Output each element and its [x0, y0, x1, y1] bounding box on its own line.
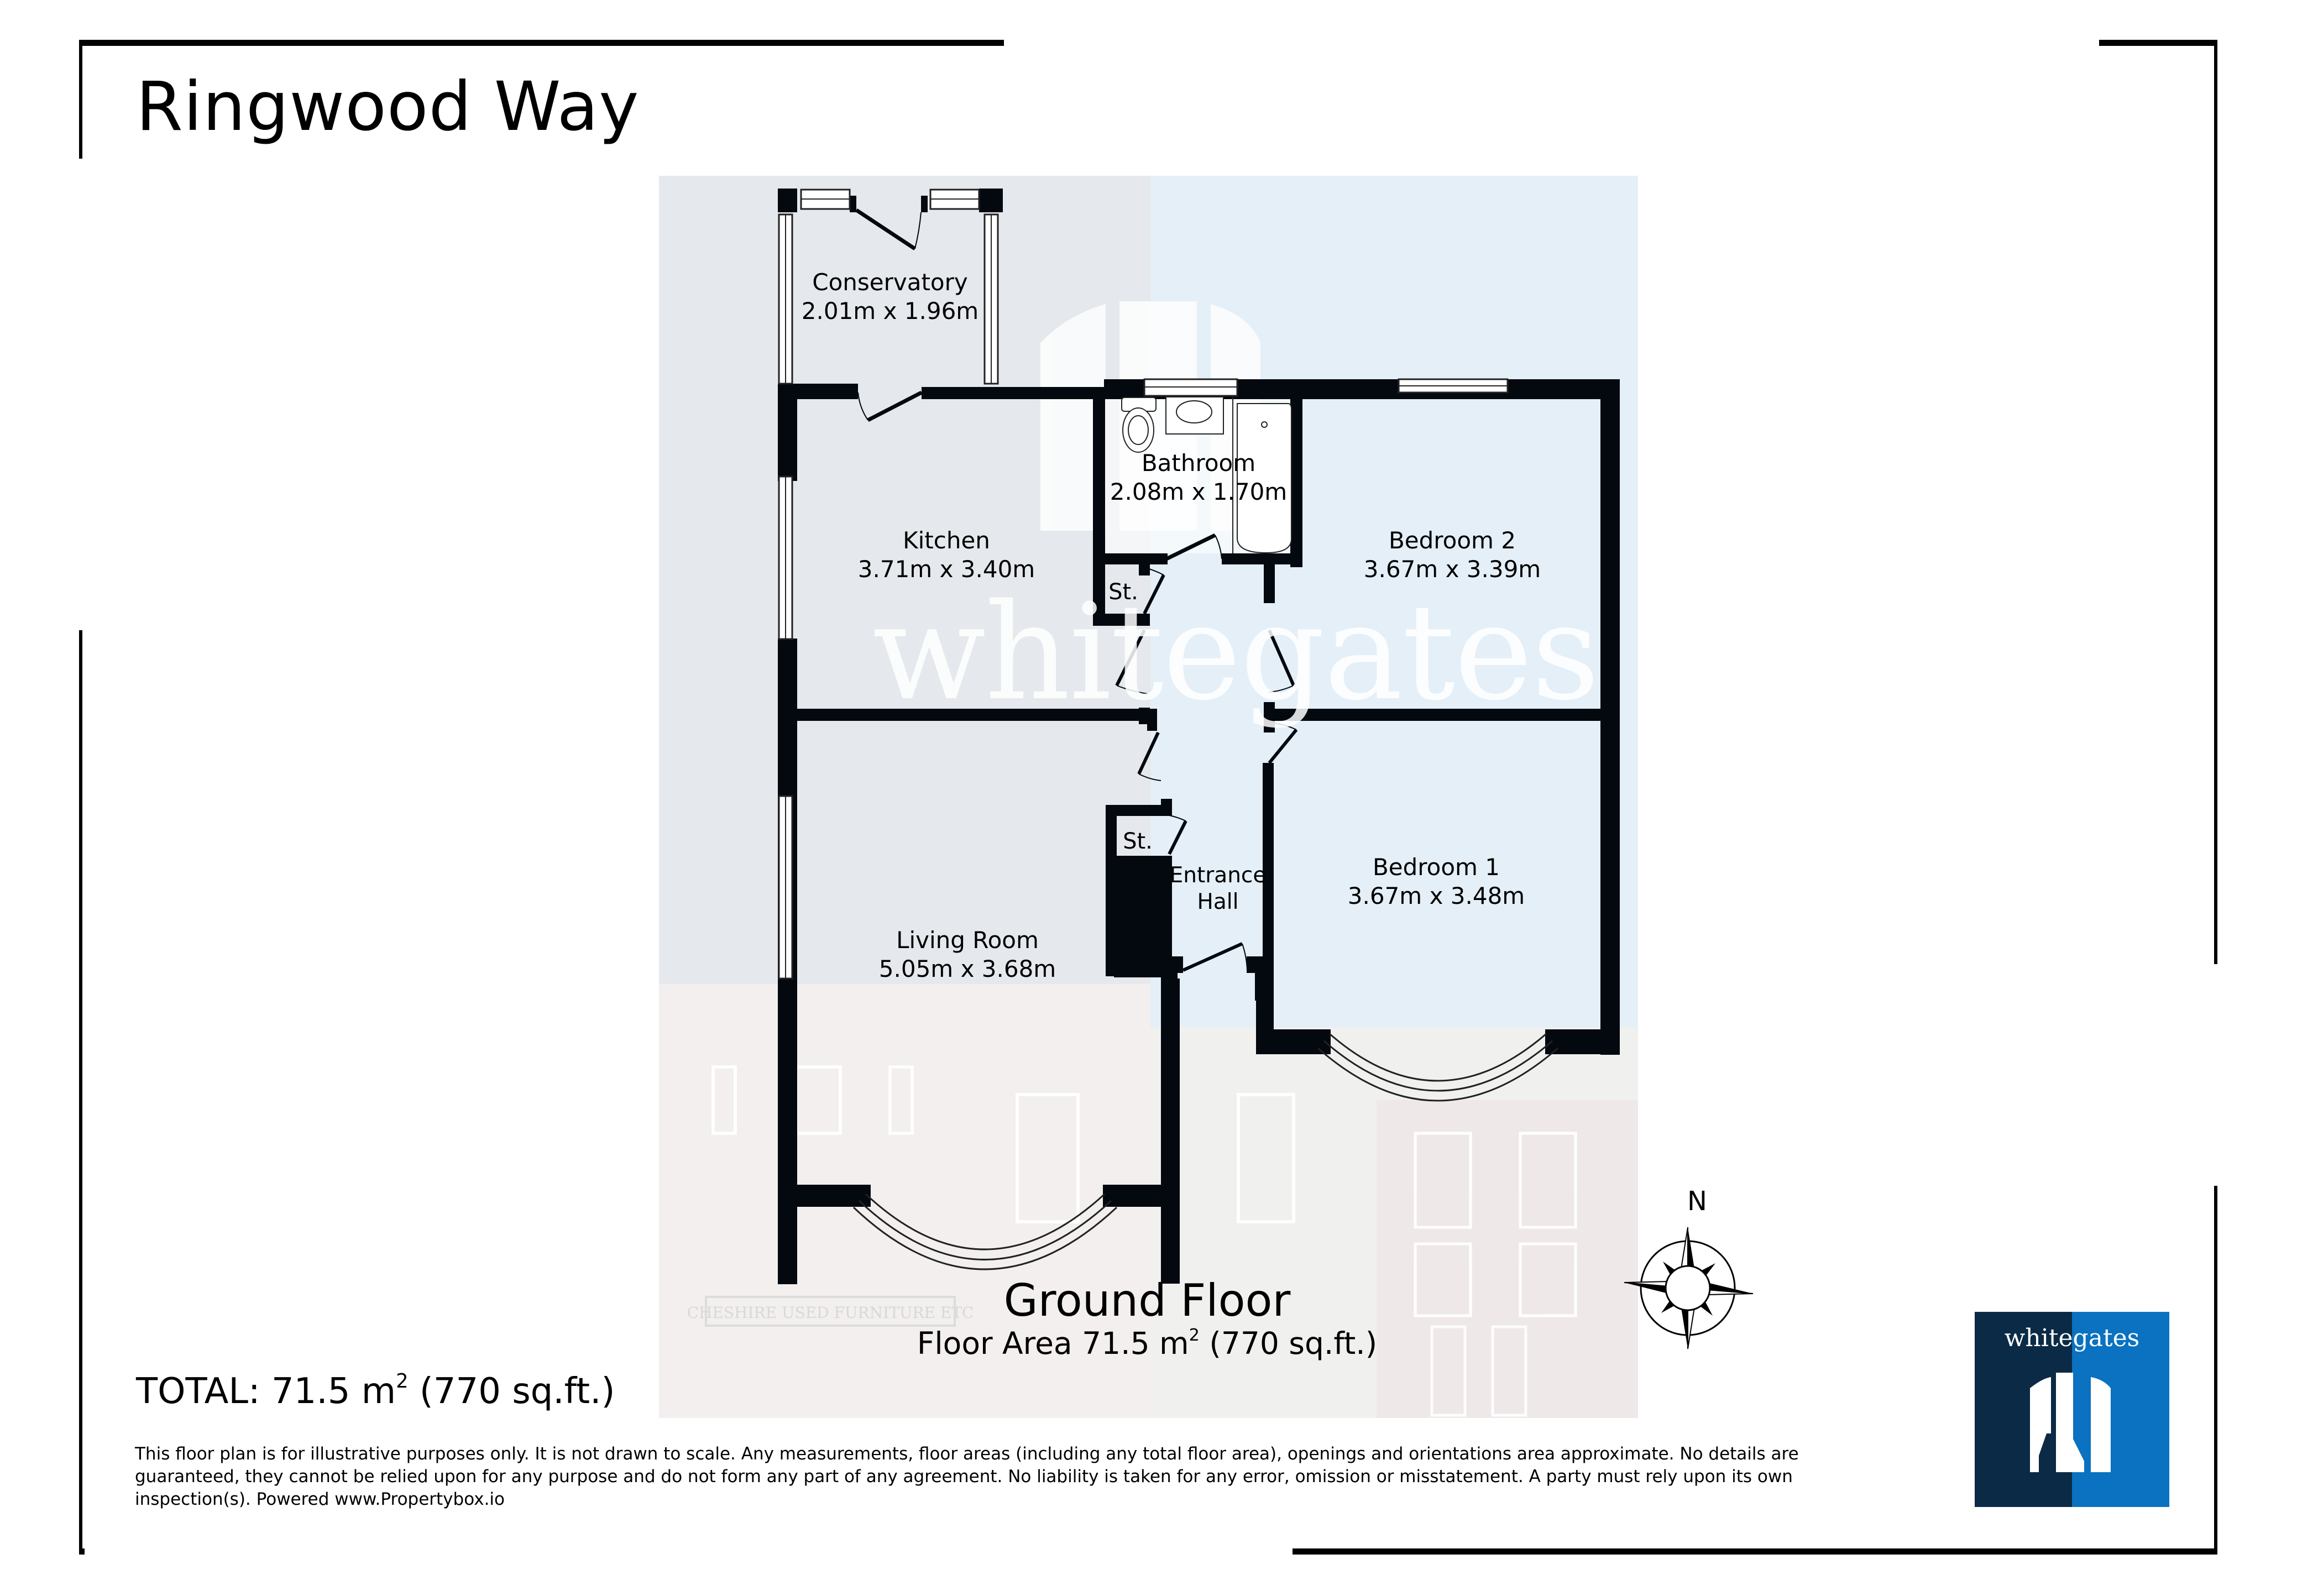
page-title: Ringwood Way — [136, 67, 640, 146]
logo-light-panel — [2072, 1312, 2169, 1507]
floor-area-sqft: (770 sq.ft.) — [1199, 1326, 1378, 1361]
floor-area-unit-sup: 2 — [1189, 1325, 1200, 1345]
room-bathroom: Bathroom 2.08m x 1.70m — [1110, 449, 1287, 506]
room-size: 2.01m x 1.96m — [801, 297, 979, 325]
bathroom-fixtures — [1121, 396, 1292, 554]
room-size: 2.08m x 1.70m — [1110, 478, 1288, 505]
storage-label: St. — [1123, 829, 1153, 854]
disclaimer-text: This floor plan is for illustrative purp… — [135, 1444, 1799, 1509]
floor-title: Ground Floor — [1003, 1275, 1291, 1326]
logo-gate-icon — [2030, 1373, 2111, 1472]
room-name-line2: Hall — [1197, 889, 1239, 914]
floor-area-value: Floor Area 71.5 m — [917, 1326, 1189, 1361]
room-name: Living Room — [896, 927, 1039, 954]
room-size: 5.05m x 3.68m — [878, 955, 1056, 982]
bath-icon — [1237, 403, 1292, 554]
window-panes — [785, 198, 1508, 978]
total-area: TOTAL: 71.5 m2 (770 sq.ft.) — [136, 1368, 615, 1415]
plan-background: CHESHIRE USED FURNITURE ETC — [659, 176, 1638, 1418]
room-living-room: Living Room 5.05m x 3.68m — [879, 926, 1056, 983]
room-size: 3.67m x 3.48m — [1347, 882, 1525, 909]
doors — [855, 208, 1298, 972]
compass-rose-icon — [1624, 1227, 1754, 1349]
room-name: Entrance — [1169, 863, 1267, 888]
floor-area: Floor Area 71.5 m2 (770 sq.ft.) — [917, 1324, 1378, 1363]
whitegates-logo: whitegates — [1975, 1312, 2169, 1507]
logo-wordmark: whitegates — [2004, 1324, 2140, 1352]
total-area-value: TOTAL: 71.5 m — [136, 1371, 396, 1412]
logo-dark-panel — [1975, 1312, 2072, 1507]
room-name: Bedroom 2 — [1388, 527, 1516, 554]
room-bedroom-1: Bedroom 1 3.67m x 3.48m — [1348, 853, 1525, 910]
room-name: Bathroom — [1141, 449, 1256, 477]
room-name: Conservatory — [812, 269, 968, 296]
watermark-text: whitegates — [872, 575, 1600, 730]
total-area-sqft: (770 sq.ft.) — [408, 1371, 615, 1412]
room-kitchen: Kitchen 3.71m x 3.40m — [858, 526, 1035, 584]
background-sign: CHESHIRE USED FURNITURE ETC — [687, 1304, 974, 1322]
room-conservatory: Conservatory 2.01m x 1.96m — [802, 268, 979, 326]
room-bedroom-2: Bedroom 2 3.67m x 3.39m — [1364, 526, 1541, 584]
total-area-unit-sup: 2 — [396, 1369, 409, 1393]
compass-north-label: N — [1687, 1186, 1707, 1217]
bay-windows — [852, 1033, 1558, 1270]
room-size: 3.67m x 3.39m — [1363, 556, 1541, 583]
room-name: Bedroom 1 — [1372, 854, 1500, 881]
room-entrance-hall: Entrance Hall — [1170, 862, 1267, 915]
room-size: 3.71m x 3.40m — [857, 556, 1035, 583]
storage-label: St. — [1108, 579, 1138, 605]
room-name: Kitchen — [903, 527, 990, 554]
